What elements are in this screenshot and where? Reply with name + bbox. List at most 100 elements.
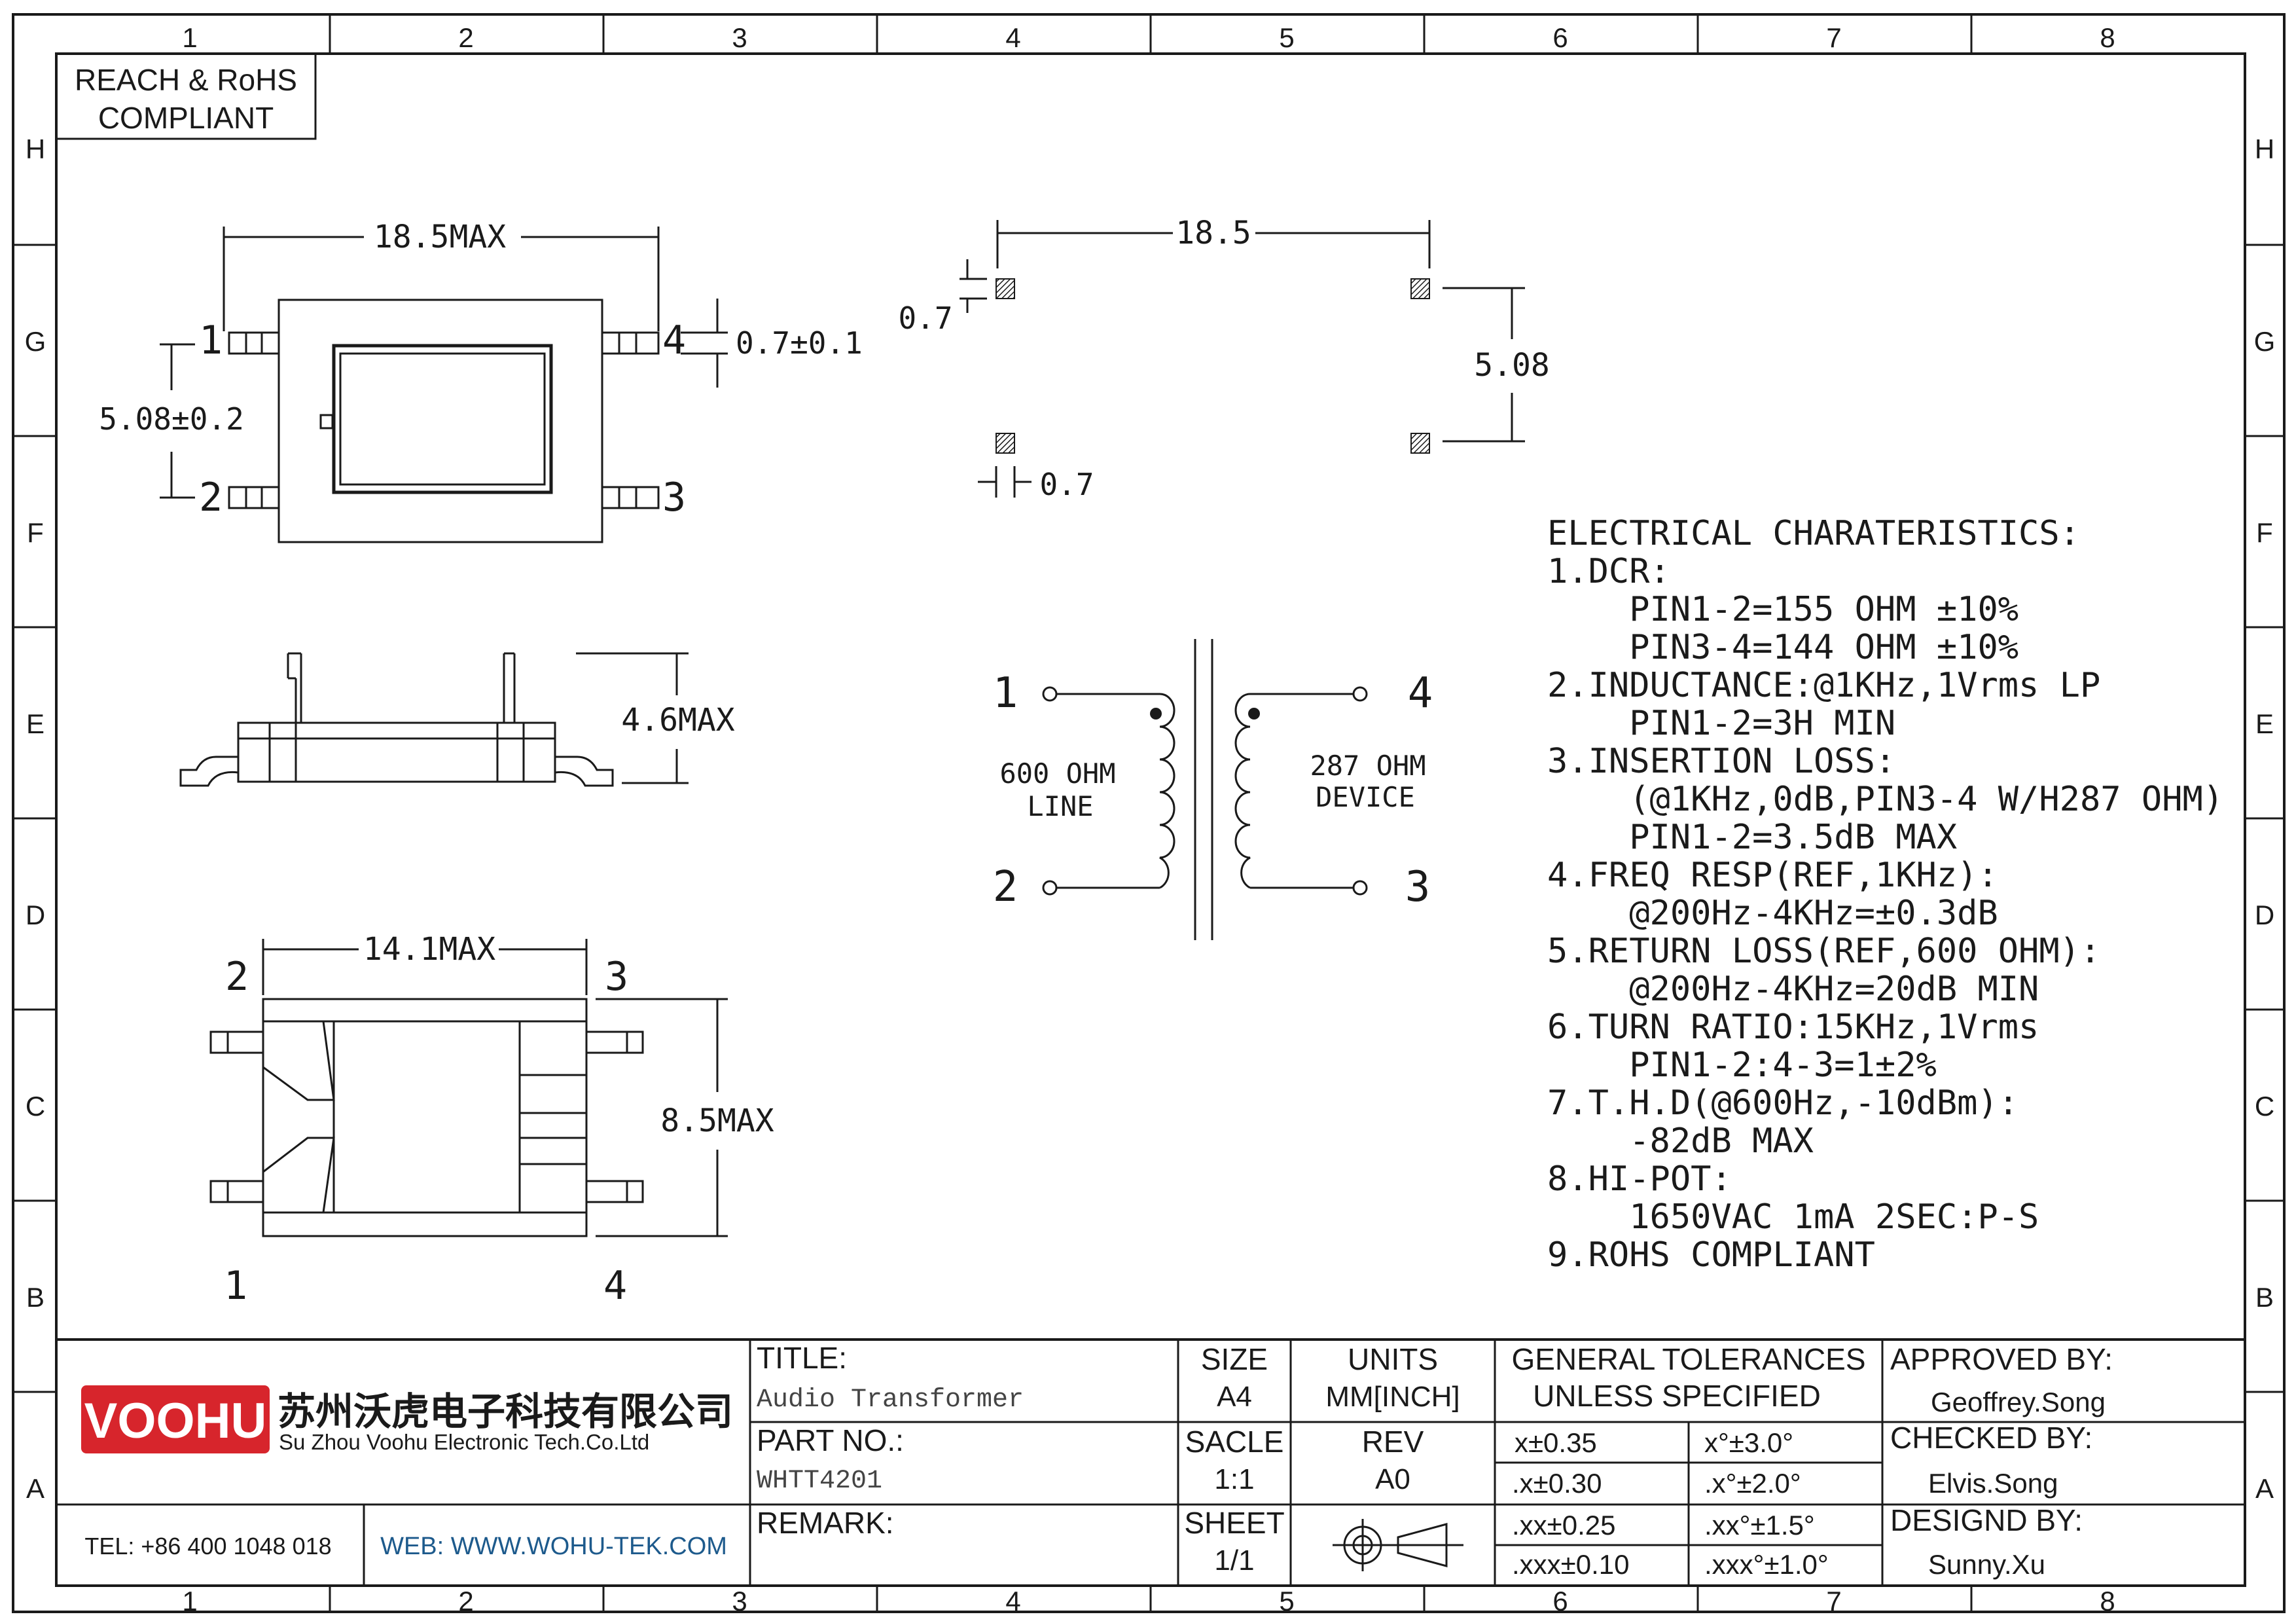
rev-value: A0 (1375, 1463, 1410, 1495)
tolerance-linear: .xxx±0.10 (1512, 1549, 1629, 1580)
footprint-pad-dim-2: 0.7 (1039, 467, 1094, 502)
outer-frame (12, 13, 2286, 1613)
tolerance-angular: .xx°±1.5° (1704, 1510, 1815, 1541)
col-label: 2 (458, 22, 473, 53)
footprint-pad (996, 433, 1015, 454)
col-label: 2 (458, 1586, 473, 1616)
company-name-cn: 苏州沃虎电子科技有限公司 (278, 1391, 733, 1433)
size-label: SIZE (1201, 1342, 1268, 1376)
electrical-line: 4.FREQ RESP(REF,1KHz): (1547, 856, 1998, 895)
row-label: D (26, 900, 45, 930)
polarity-dot-primary (1150, 708, 1162, 720)
electrical-line: @200Hz-4KHz=20dB MIN (1547, 970, 2039, 1009)
top-pin-1: 1 (199, 318, 223, 363)
row-ticks (13, 244, 2284, 1393)
row-label: F (2256, 517, 2273, 548)
row-label: C (2255, 1091, 2274, 1122)
row-label: A (26, 1473, 45, 1504)
top-pin-4: 4 (662, 318, 686, 363)
top-pin-2: 2 (199, 475, 223, 520)
bottom-width-dim: 14.1MAX (363, 931, 495, 968)
col-label: 8 (2100, 1586, 2115, 1616)
electrical-line: PIN1-2=155 OHM ±10% (1547, 590, 2018, 629)
sheet-label: SHEET (1184, 1506, 1284, 1540)
bottom-pin-3: 3 (605, 954, 628, 1000)
top-view: 18.5MAX 5.08±0.2 0.7±0.1 1 2 3 4 (99, 219, 863, 543)
row-label: E (26, 708, 45, 739)
col-label: 4 (1005, 1586, 1020, 1616)
electrical-line: 3.INSERTION LOSS: (1547, 742, 1895, 781)
row-label: G (2254, 326, 2276, 357)
schem-right-label-1: 287 OHM (1310, 750, 1426, 782)
tolerance-linear: x±0.35 (1515, 1427, 1597, 1458)
bottom-length-dim: 8.5MAX (660, 1103, 774, 1139)
remark-label: REMARK: (757, 1506, 894, 1540)
col-label: 6 (1552, 22, 1568, 53)
schem-pin-4: 4 (1408, 669, 1433, 718)
electrical-line: 7.T.H.D(@600Hz,-10dBm): (1547, 1084, 2018, 1123)
col-label: 3 (732, 22, 747, 53)
company-name-en: Su Zhou Voohu Electronic Tech.Co.Ltd (279, 1430, 649, 1454)
col-label: 6 (1552, 1586, 1568, 1616)
part-label: PART NO.: (757, 1423, 904, 1457)
schem-pin-2: 2 (993, 863, 1018, 911)
title-label: TITLE: (757, 1341, 847, 1375)
col-label: 1 (182, 1586, 197, 1616)
bottom-view: 14.1MAX 8.5MAX 2 3 1 4 (209, 931, 774, 1309)
electrical-heading: ELECTRICAL CHARATERISTICS: (1547, 514, 2080, 553)
company-web: WEB: WWW.WOHU-TEK.COM (380, 1533, 727, 1560)
approved-value: Geoffrey.Song (1931, 1387, 2106, 1417)
checked-value: Elvis.Song (1928, 1468, 2058, 1499)
tolerance-linear: .x±0.30 (1512, 1468, 1602, 1499)
footprint-span-dim: 18.5 (1175, 215, 1251, 251)
design-label: DESIGND BY: (1890, 1503, 2083, 1537)
scale-label: SACLE (1185, 1425, 1284, 1459)
tolerance-angular: .xxx°±1.0° (1704, 1549, 1829, 1580)
bottom-pin-1: 1 (224, 1263, 247, 1309)
tolerance-title-2: UNLESS SPECIFIED (1533, 1379, 1821, 1413)
side-height-dim: 4.6MAX (621, 702, 734, 739)
electrical-line: (@1KHz,0dB,PIN3-4 W/H287 OHM) (1547, 780, 2223, 819)
top-pin-3: 3 (662, 475, 686, 520)
electrical-line: 1650VAC 1mA 2SEC:P-S (1547, 1197, 2039, 1237)
electrical-line: PIN1-2:4-3=1±2% (1547, 1046, 1937, 1085)
col-label: 4 (1005, 22, 1020, 53)
title-value: Audio Transformer (757, 1385, 1024, 1415)
tolerance-angular: .x°±2.0° (1704, 1468, 1801, 1499)
footprint-pitch-dim: 5.08 (1474, 347, 1550, 384)
part-value: WHTT4201 (757, 1467, 882, 1496)
row-label: H (2255, 134, 2274, 164)
top-pitch-dim: 5.08±0.2 (99, 401, 244, 437)
electrical-line: 1.DCR: (1547, 552, 1670, 591)
logo-badge (81, 1385, 270, 1453)
footprint-pad (996, 278, 1015, 299)
polarity-dot-secondary (1248, 708, 1260, 720)
schem-pin-3: 3 (1405, 863, 1431, 911)
col-label: 7 (1826, 1586, 1841, 1616)
rev-label: REV (1362, 1425, 1424, 1459)
col-label: 3 (732, 1586, 747, 1616)
schem-left-label-2: LINE (1027, 790, 1093, 822)
row-label: D (2255, 900, 2274, 930)
electrical-line: 5.RETURN LOSS(REF,600 OHM): (1547, 932, 2100, 971)
electrical-line: @200Hz-4KHz=±0.3dB (1547, 894, 1998, 933)
tolerance-linear: .xx±0.25 (1512, 1510, 1615, 1541)
schem-left-label-1: 600 OHM (999, 757, 1115, 790)
col-label: 1 (182, 22, 197, 53)
design-value: Sunny.Xu (1928, 1549, 2045, 1580)
top-pin-width-dim: 0.7±0.1 (736, 325, 863, 361)
col-label: 5 (1279, 1586, 1294, 1616)
column-ticks (329, 14, 1973, 1612)
top-width-dim: 18.5MAX (374, 219, 506, 255)
electrical-line: 9.ROHS COMPLIANT (1547, 1235, 1875, 1275)
electrical-line: -82dB MAX (1547, 1122, 1814, 1161)
row-label: C (26, 1091, 45, 1122)
electrical-line: PIN1-2=3.5dB MAX (1547, 818, 1957, 857)
units-label: UNITS (1348, 1342, 1438, 1376)
tolerance-title-1: GENERAL TOLERANCES (1511, 1342, 1865, 1376)
bottom-pin-4: 4 (603, 1263, 627, 1309)
projection-symbol-icon (1333, 1519, 1463, 1571)
size-value: A4 (1217, 1381, 1252, 1413)
footprint-view: 18.5 0.7 0.7 5.08 (898, 215, 1549, 502)
